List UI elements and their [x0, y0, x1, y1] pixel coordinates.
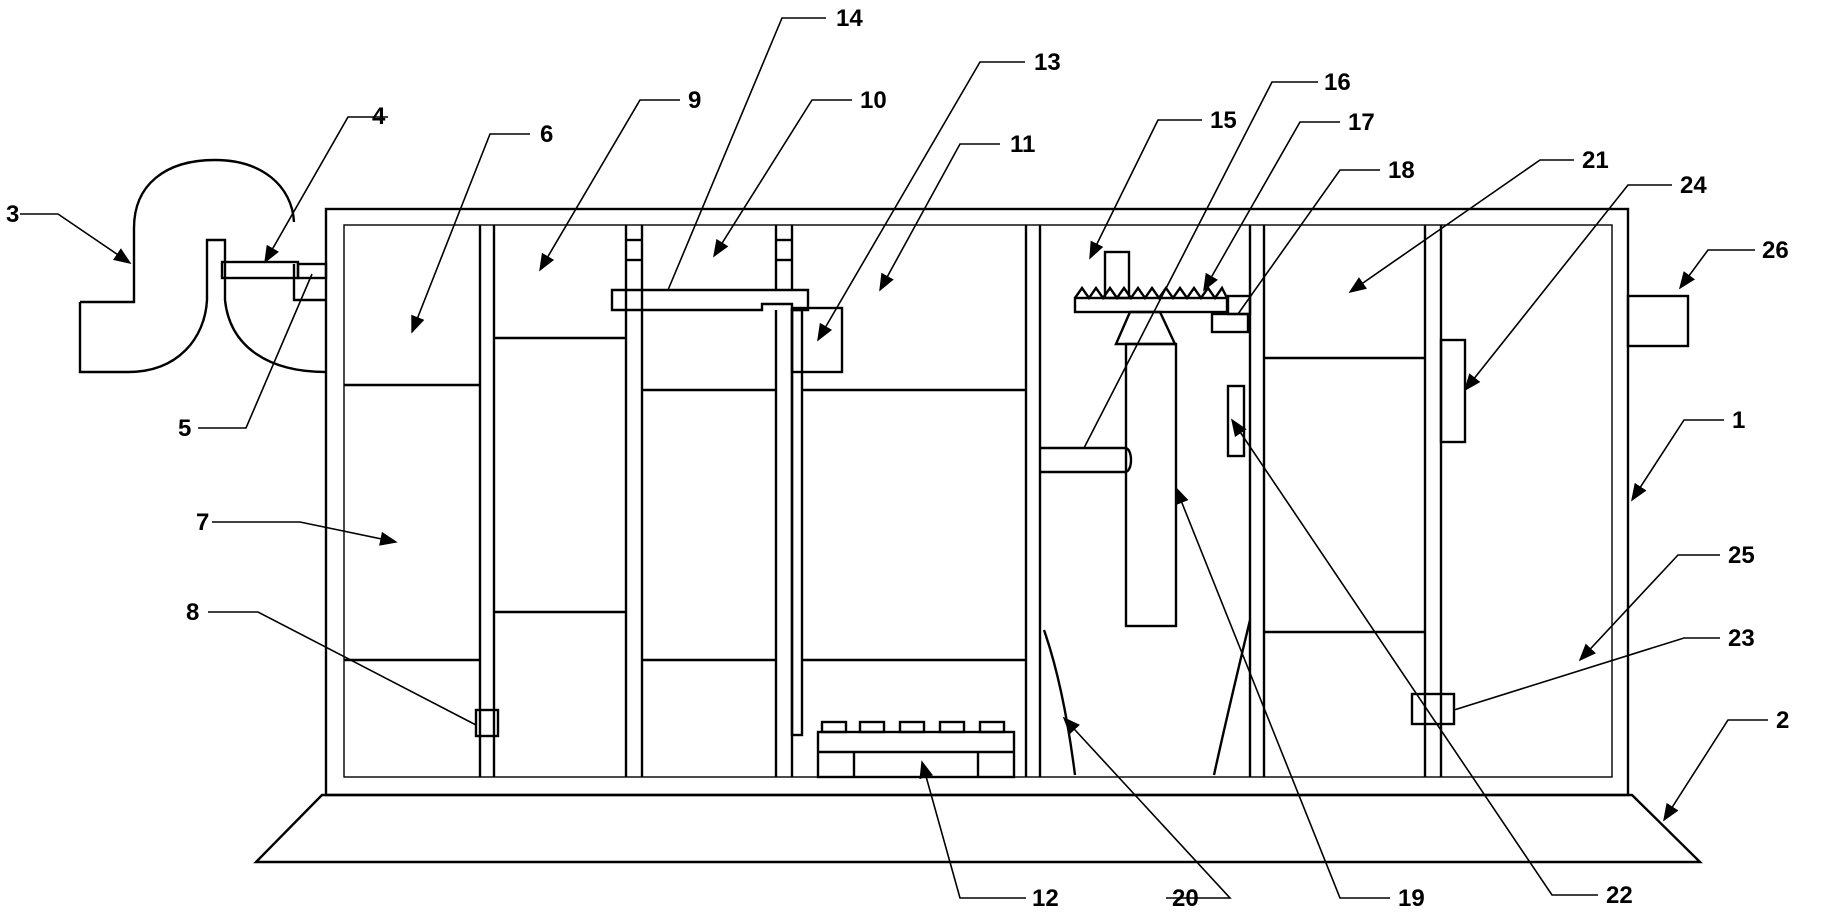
label-13: 13 — [1034, 49, 1061, 76]
label-8: 8 — [186, 599, 199, 626]
chamber-left — [344, 225, 500, 777]
labels: 3 4 5 6 7 8 9 10 11 12 13 14 15 16 17 18… — [6, 5, 1789, 912]
label-23: 23 — [1728, 625, 1755, 652]
label-14: 14 — [836, 5, 863, 32]
base-stand — [253, 793, 1703, 864]
label-6: 6 — [540, 121, 553, 148]
label-20: 20 — [1172, 885, 1199, 912]
label-17: 17 — [1348, 109, 1375, 136]
label-5: 5 — [178, 415, 191, 442]
chamber-9 — [494, 336, 625, 614]
chamber-11 — [802, 225, 1042, 779]
label-10: 10 — [860, 87, 887, 114]
label-2: 2 — [1776, 707, 1789, 734]
label-19: 19 — [1398, 885, 1425, 912]
label-11: 11 — [1010, 131, 1035, 158]
label-12: 12 — [1032, 885, 1059, 912]
label-1: 1 — [1732, 407, 1745, 434]
leader-lines — [20, 17, 1768, 899]
inlet-pipe — [78, 158, 328, 374]
label-16: 16 — [1324, 69, 1351, 96]
label-15: 15 — [1210, 107, 1237, 134]
label-22: 22 — [1606, 882, 1633, 909]
tank-outer-wall — [324, 207, 1630, 797]
label-7: 7 — [196, 509, 209, 536]
channel-10 — [610, 225, 844, 777]
label-9: 9 — [688, 87, 701, 114]
label-25: 25 — [1728, 542, 1755, 569]
label-18: 18 — [1388, 157, 1415, 184]
label-3: 3 — [6, 201, 19, 228]
label-21: 21 — [1582, 147, 1609, 174]
label-4: 4 — [372, 103, 386, 130]
label-24: 24 — [1680, 172, 1707, 199]
chamber-15 — [1040, 225, 1266, 777]
chamber-21 — [1264, 225, 1690, 777]
label-26: 26 — [1762, 237, 1789, 264]
